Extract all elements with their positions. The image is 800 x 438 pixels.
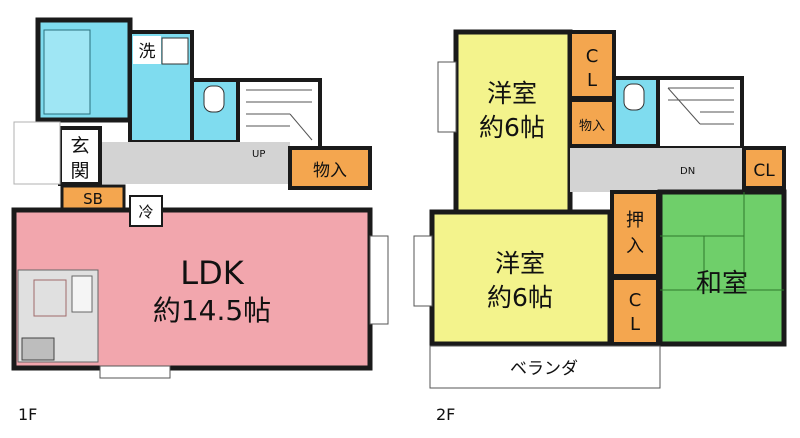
western-room-2-size: 約6帖	[487, 283, 553, 312]
bathtub	[43, 29, 91, 115]
toilet-2f-bowl	[623, 83, 645, 111]
western-room-1-size: 約6帖	[479, 113, 545, 142]
closet-1	[568, 30, 616, 100]
western-room-2	[429, 209, 613, 347]
shoebox-label: SB	[83, 190, 103, 208]
storage-1f	[288, 146, 372, 190]
ldk-size: 約14.5帖	[153, 294, 271, 327]
tatami-lines	[660, 192, 784, 291]
porch	[13, 121, 61, 185]
oshiire-label-a: 押	[626, 210, 644, 231]
entrance-label-bottom: 関	[70, 160, 89, 182]
japanese-room-label: 和室	[696, 269, 748, 299]
fridge-label: 冷	[138, 203, 153, 221]
veranda-label: ベランダ	[510, 359, 578, 379]
toilet-1f-bowl	[203, 85, 225, 113]
closet-1-label-a: C	[586, 46, 599, 67]
western-room-1-window	[437, 61, 457, 133]
wash-basin	[161, 37, 189, 65]
closet-3	[742, 146, 786, 190]
ldk-window-right	[369, 235, 389, 325]
entrance	[58, 126, 102, 186]
ldk-window-bottom	[99, 365, 171, 379]
oshiire	[610, 190, 660, 278]
floor-2f: 洋室 約6帖 C L 物入 DN CL 洋室 約6帖 押 入 C L	[413, 29, 787, 424]
stairs-up-label: UP	[252, 149, 265, 160]
closet-1-label-b: L	[587, 70, 597, 91]
kitchen-stove	[21, 337, 55, 361]
floor-2f-label: 2F	[436, 405, 455, 424]
western-room-2-title: 洋室	[495, 249, 545, 278]
floor-1f: 洗 UP 玄 関 SB 物入 冷 LDK 約14.5帖 1F	[11, 17, 389, 424]
entrance-label-top: 玄	[70, 135, 89, 157]
wash-label-box	[133, 36, 161, 64]
stairs-1f-treads	[246, 89, 313, 141]
closet-3-label: CL	[753, 161, 775, 181]
western-room-1-title: 洋室	[487, 79, 537, 108]
closet-2-label-b: L	[630, 314, 640, 335]
storage-2f-label: 物入	[579, 119, 605, 134]
stairs-down-label: DN	[680, 166, 695, 177]
dining-table	[33, 279, 67, 317]
closet-2-label-a: C	[629, 290, 642, 311]
floor-1f-label: 1F	[18, 405, 37, 424]
fridge-space	[129, 195, 163, 227]
storage-1f-label: 物入	[313, 161, 347, 181]
stairs-2f-treads	[667, 87, 734, 125]
stairs-2f	[656, 76, 744, 150]
veranda	[429, 345, 661, 389]
japanese-room	[657, 189, 787, 347]
kitchen-sink	[71, 275, 93, 313]
western-room-2-window	[413, 235, 433, 307]
oshiire-label-b: 入	[626, 236, 644, 257]
wash-label: 洗	[139, 42, 156, 62]
ldk-title: LDK	[180, 254, 244, 292]
hall-2f	[570, 148, 744, 192]
hall-1f	[100, 142, 290, 184]
